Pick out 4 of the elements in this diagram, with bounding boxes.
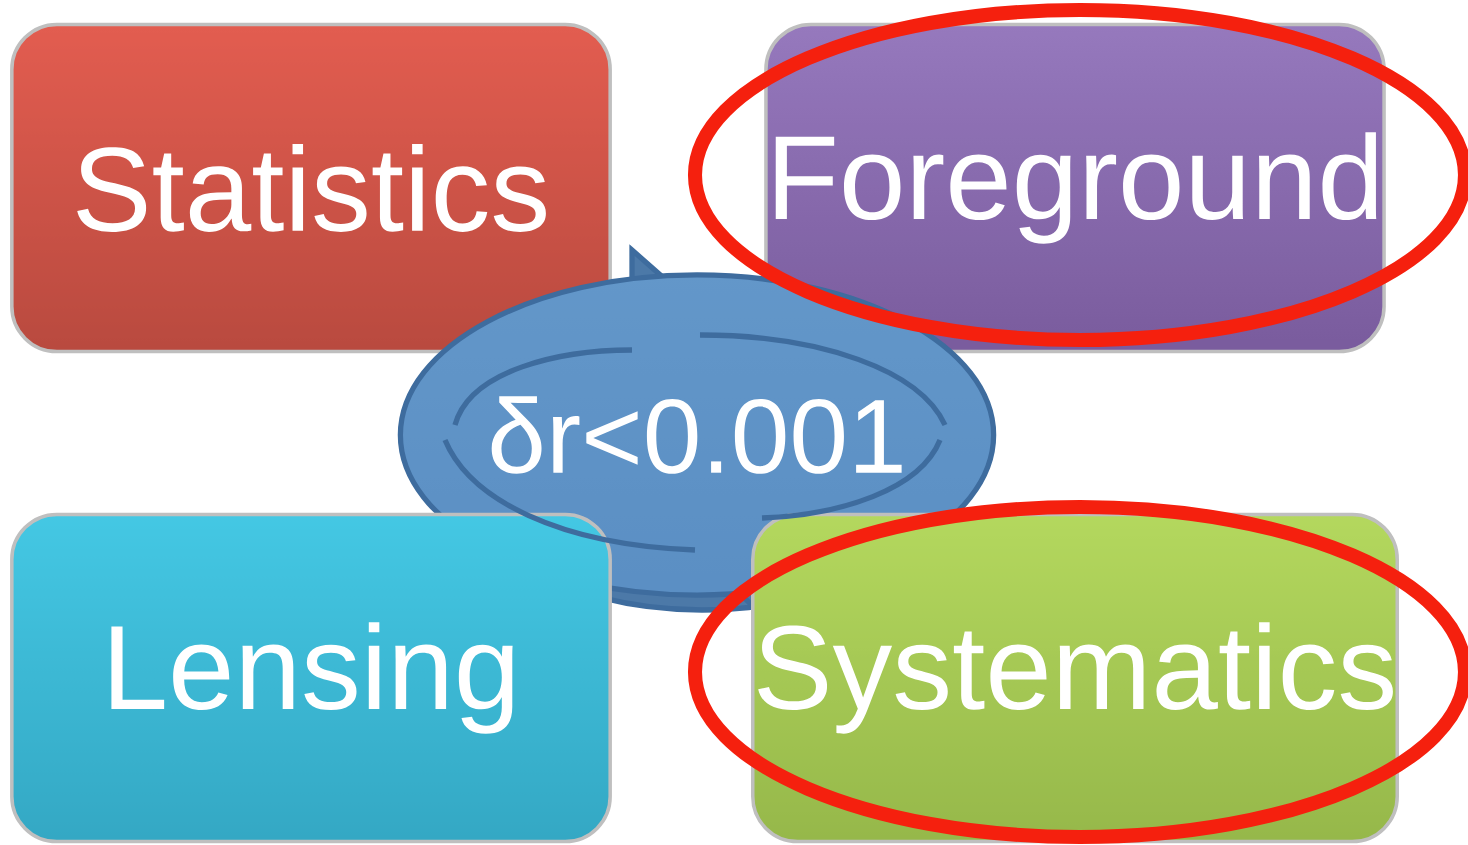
topic-box: Lensing bbox=[10, 512, 612, 844]
topic-box: Statistics bbox=[10, 22, 612, 354]
topic-box: Systematics bbox=[751, 512, 1399, 844]
topic-box: Foreground bbox=[764, 22, 1386, 354]
